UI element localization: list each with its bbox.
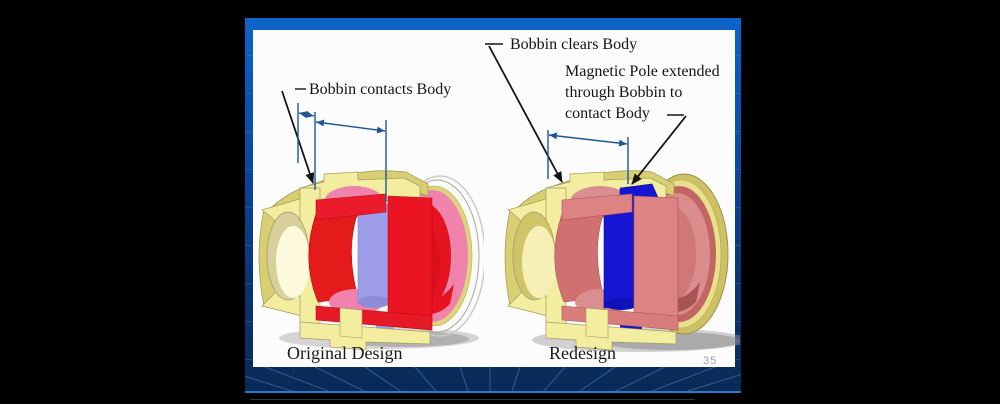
body-bottom-band [545,307,677,351]
body-bore [512,211,556,301]
callout-bobbin-contacts-body: Bobbin contacts Body [309,81,452,98]
caption-redesign: Redesign [549,343,616,363]
callout-magnetic-pole-line1: Magnetic Pole extended [565,63,720,80]
callout-magnetic-pole-line2: through Bobbin to [565,84,683,101]
body-bore [266,211,310,301]
caption-original-design: Original Design [287,343,403,363]
callout-magnetic-pole-line3: contact Body [565,105,650,122]
callout-bobbin-clears-body: Bobbin clears Body [510,36,638,53]
redesign-model [504,170,740,352]
slide-page-number: 35 [703,355,718,367]
original-design-model [258,170,484,351]
sunburst-ray-pattern [245,367,741,391]
callout-magnetic-pole: Magnetic Pole extended through Bobbin to… [565,61,720,124]
body-bottom-band [299,307,431,351]
bottom-divider-line [250,399,695,400]
